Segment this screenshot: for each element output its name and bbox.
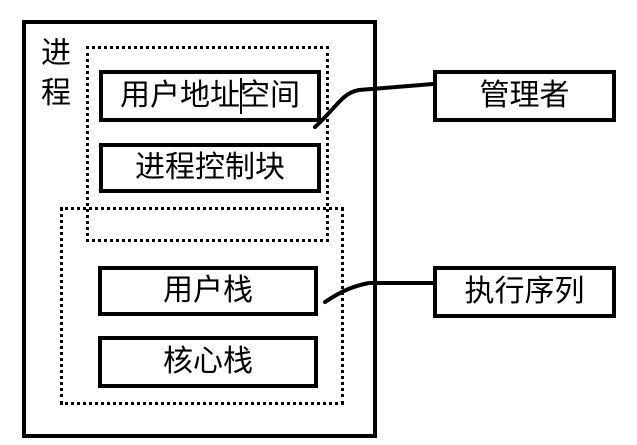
execution-sequence-label-box: 执行序列: [433, 266, 616, 318]
text-cursor-mark: [240, 78, 242, 114]
manager-label-box: 管理者: [433, 70, 616, 122]
user-stack-box: 用户栈: [98, 266, 318, 316]
user-address-space-box: 用户地址空间: [99, 70, 321, 122]
process-control-block-box: 进程控制块: [99, 143, 321, 193]
kernel-stack-box: 核心栈: [98, 336, 318, 388]
execution-group-outline: [60, 207, 344, 405]
manager-group-outline: [86, 46, 329, 242]
process-label: 进 程: [41, 36, 71, 111]
